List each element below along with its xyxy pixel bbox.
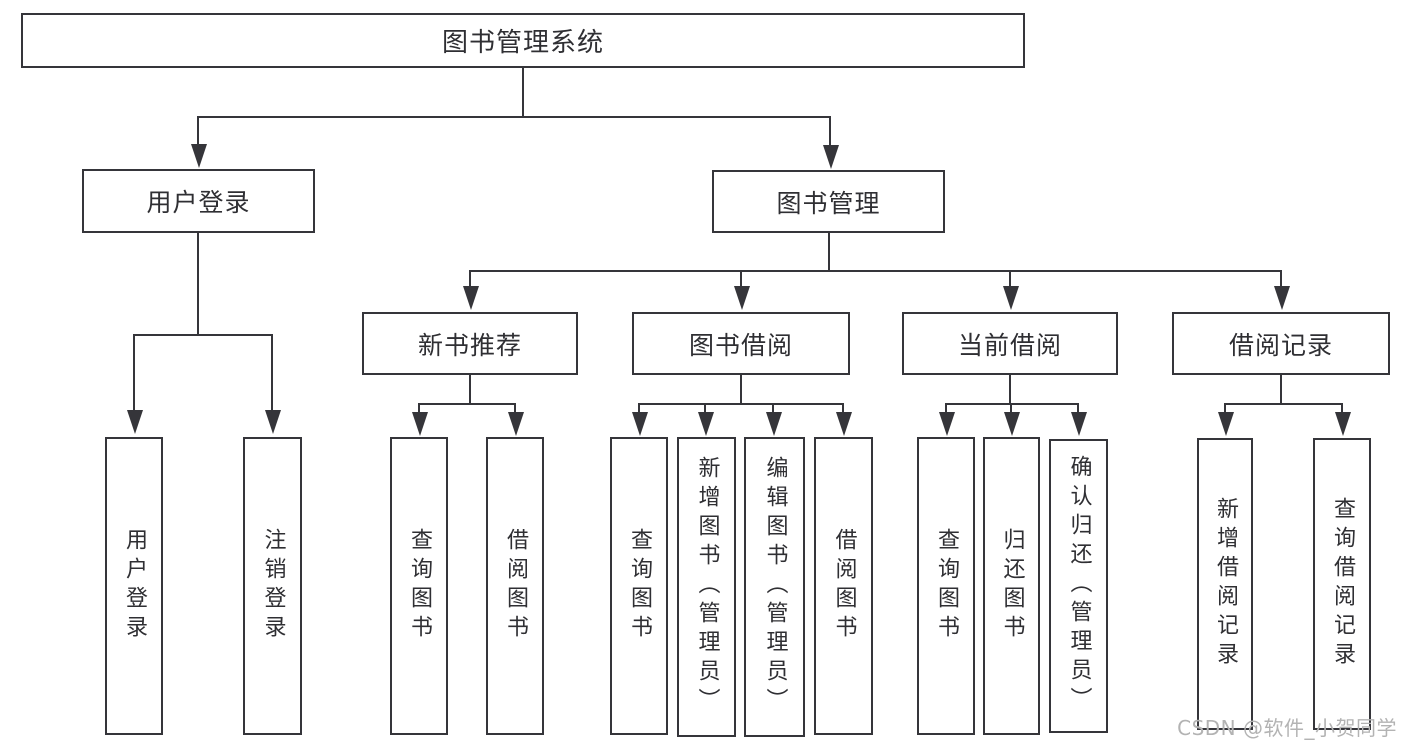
connector-arrowhead	[508, 412, 524, 436]
connector-arrowhead	[1071, 412, 1087, 436]
connector-line	[133, 334, 273, 336]
connector-line	[1009, 270, 1011, 288]
connector-line	[740, 270, 742, 288]
node-label: 查询借阅记录	[1330, 496, 1355, 672]
connector-line	[1010, 403, 1012, 413]
connector-arrowhead	[265, 410, 281, 434]
connector-line	[772, 403, 774, 413]
node-label: 新增图书（管理员）	[694, 456, 720, 718]
connector-arrowhead	[939, 412, 955, 436]
connector-arrowhead	[632, 412, 648, 436]
connector-arrowhead	[698, 412, 714, 436]
connector-line	[1280, 374, 1282, 405]
node-add-book-admin: 新增图书（管理员）	[677, 437, 736, 737]
node-label: 新增借阅记录	[1213, 496, 1238, 672]
node-edit-book-admin: 编辑图书（管理员）	[744, 437, 805, 737]
connector-arrowhead	[1335, 412, 1351, 436]
connector-line	[133, 334, 135, 411]
node-borrow-books-2: 借阅图书	[814, 437, 873, 735]
connector-arrowhead	[463, 286, 479, 310]
connector-arrowhead	[823, 145, 839, 169]
node-label: 借阅图书	[503, 527, 528, 645]
node-book-borrowing: 图书借阅	[632, 312, 850, 375]
connector-line	[271, 334, 273, 411]
node-label: 确认归还（管理员）	[1066, 455, 1092, 717]
connector-line	[842, 403, 844, 413]
connector-line	[638, 403, 844, 405]
node-query-books-1: 查询图书	[390, 437, 448, 735]
node-label: 用户登录	[146, 188, 251, 217]
node-confirm-return-admin: 确认归还（管理员）	[1049, 439, 1108, 733]
node-user-login: 用户登录	[82, 169, 315, 233]
node-current-borrowing: 当前借阅	[902, 312, 1118, 375]
connector-arrowhead	[191, 144, 207, 168]
connector-line	[522, 67, 524, 117]
node-label: 编辑图书（管理员）	[762, 456, 788, 718]
connector-arrowhead	[766, 412, 782, 436]
node-label: 注销登录	[260, 527, 286, 645]
node-label: 图书管理	[776, 188, 881, 218]
connector-line	[469, 374, 471, 405]
connector-arrowhead	[412, 412, 428, 436]
node-book-management: 图书管理	[712, 170, 945, 233]
node-logout: 注销登录	[243, 437, 302, 735]
connector-line	[1224, 403, 1226, 413]
csdn-watermark: CSDN @软件_小贺同学	[1177, 716, 1397, 740]
connector-line	[740, 374, 742, 405]
node-library-system: 图书管理系统	[21, 13, 1025, 68]
node-borrow-books-1: 借阅图书	[486, 437, 544, 735]
node-user-login-leaf: 用户登录	[105, 437, 163, 735]
connector-line	[197, 232, 199, 336]
node-label: 图书借阅	[688, 330, 793, 360]
connector-line	[514, 403, 516, 413]
connector-arrowhead	[1004, 412, 1020, 436]
connector-line	[1341, 403, 1343, 413]
connector-line	[469, 270, 1282, 272]
connector-line	[945, 403, 947, 413]
connector-arrowhead	[1274, 286, 1290, 310]
connector-line	[704, 403, 706, 413]
connector-line	[945, 403, 1079, 405]
connector-arrowhead	[734, 286, 750, 310]
node-label: 归还图书	[999, 527, 1025, 645]
connector-line	[1280, 270, 1282, 288]
connector-line	[418, 403, 420, 413]
connector-line	[1077, 403, 1079, 413]
connector-arrowhead	[1218, 412, 1234, 436]
connector-line	[197, 116, 831, 118]
node-label: 查询图书	[627, 527, 652, 645]
node-label: 借阅记录	[1228, 330, 1333, 360]
node-label: 当前借阅	[957, 330, 1062, 360]
node-query-books-3: 查询图书	[917, 437, 975, 735]
connector-line	[418, 403, 516, 405]
connector-arrowhead	[1003, 286, 1019, 310]
node-label: 借阅图书	[831, 527, 857, 645]
connector-line	[469, 270, 471, 288]
node-query-books-2: 查询图书	[610, 437, 668, 735]
node-return-book: 归还图书	[983, 437, 1040, 735]
node-label: 新书推荐	[417, 330, 522, 360]
node-label: 图书管理系统	[441, 28, 604, 58]
connector-line	[1009, 374, 1011, 405]
node-query-borrow-record: 查询借阅记录	[1313, 438, 1371, 730]
connector-line	[1224, 403, 1343, 405]
connector-arrowhead	[836, 412, 852, 436]
connector-line	[638, 403, 640, 413]
node-add-borrow-record: 新增借阅记录	[1197, 438, 1253, 730]
node-label: 用户登录	[122, 527, 147, 645]
connector-arrowhead	[127, 410, 143, 434]
node-label: 查询图书	[407, 527, 432, 645]
node-new-book-recommend: 新书推荐	[362, 312, 578, 375]
node-borrowing-records: 借阅记录	[1172, 312, 1390, 375]
connector-line	[829, 116, 831, 146]
connector-line	[197, 116, 199, 146]
connector-line	[828, 232, 830, 272]
node-label: 查询图书	[934, 527, 959, 645]
